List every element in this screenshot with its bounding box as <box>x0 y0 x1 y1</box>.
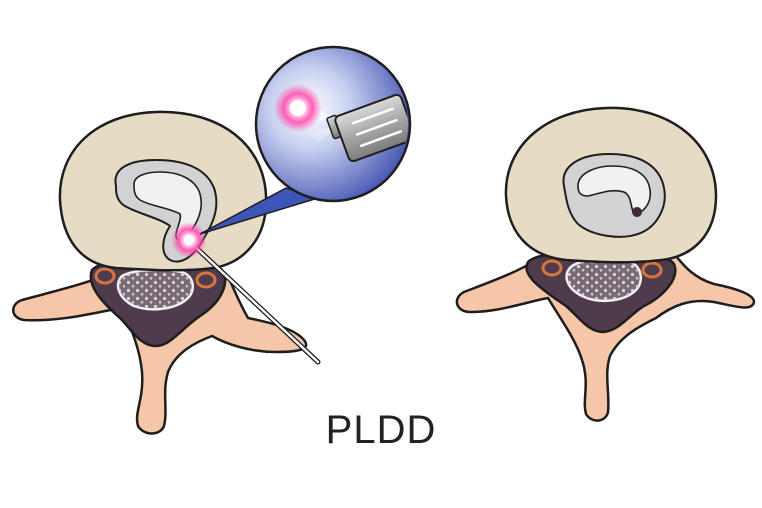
laser-probe-icon <box>326 93 408 163</box>
nerve-root-ring-left-a <box>94 267 116 285</box>
nerve-root-ring-right-a <box>541 259 563 277</box>
laser-tip-core <box>184 235 194 245</box>
vertebra-processes-right <box>455 254 756 422</box>
vertebra-after <box>455 106 756 422</box>
nerve-root-ring-left-b <box>195 271 217 289</box>
diagram-caption: PLDD <box>325 408 437 452</box>
nerve-root-ring-right-b <box>641 261 663 279</box>
vertebra-before <box>12 110 321 435</box>
vertebra-processes-left <box>12 266 308 435</box>
magnifier-callout <box>199 45 412 235</box>
laser-fiber-core <box>188 240 320 364</box>
nerve-fibers-right <box>566 259 641 301</box>
ablated-spot <box>632 207 642 217</box>
nerve-fibers-left <box>118 269 193 310</box>
